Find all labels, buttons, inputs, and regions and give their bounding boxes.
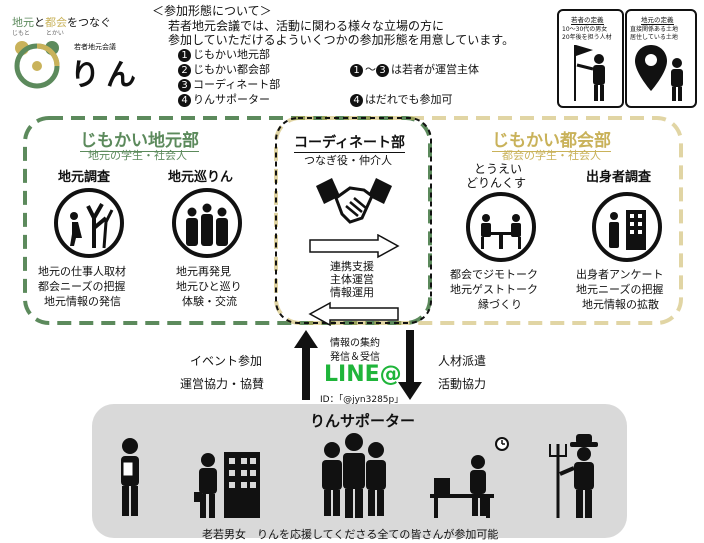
coord-line2: 主体運営 (330, 273, 374, 286)
down-arrow (398, 330, 422, 400)
city-drinks-line3: 縁づくり (478, 298, 522, 311)
city-survey-line2: 地元ニーズの把握 (576, 283, 664, 296)
local-research-title: 地元調査 (58, 170, 111, 185)
meeting-table-icon (466, 192, 536, 262)
line-id: ID：「@jyn3285p」 (320, 395, 404, 405)
coord-dept-subtitle: つなぎ役・仲介人 (304, 154, 392, 167)
logo-ruby: じもととかい (12, 30, 64, 37)
supporter-footer: 老若男女 りんを応援してくださる全ての皆さんが参加可能 (202, 528, 499, 541)
intro-heading: ＜参加形態について＞ (152, 4, 272, 18)
local-tour-line2: 地元ひと巡り (176, 280, 242, 293)
city-drinks-line2: 地元ゲストトーク (450, 283, 538, 296)
flag-person-icon (574, 45, 605, 101)
supporter-title: りんサポーター (310, 412, 416, 430)
logo-mark (14, 41, 60, 89)
local-research-line3: 地元情報の発信 (44, 295, 121, 308)
intro-line1: 若者地元会議では、活動に関わる様々な立場の方に (168, 19, 445, 33)
coord-dept-title: コーディネート部 (294, 132, 406, 153)
city-dept-title: じもかい都会部 (492, 126, 611, 152)
logo-tagline: 地元と都会をつなぐ (12, 16, 111, 29)
logo-org: 若者地元会議 (74, 43, 116, 51)
map-pin-person-icon (635, 45, 683, 101)
forest-explore-icon (54, 188, 124, 258)
local-dept-title: じもかい地元部 (80, 126, 199, 152)
local-definition-body1: 直接関係ある土地 (630, 26, 679, 33)
local-definition-box: 地元の定義 直接関係ある土地 居住している土地 (625, 9, 697, 108)
youth-definition-title: 若者の定義 (571, 16, 604, 25)
handshake-icon (316, 178, 392, 224)
coord-line1: 連携支援 (330, 260, 374, 273)
city-survey-line1: 出身者アンケート (576, 268, 664, 281)
local-dept-subtitle: 地元の学生・社会人 (88, 149, 187, 162)
city-drinks-title1: とうえい (474, 162, 523, 176)
local-definition-body2: 居住している土地 (630, 34, 678, 41)
group-tour-icon (172, 188, 242, 258)
city-drinks-line1: 都会でジモトーク (450, 268, 538, 281)
supporter-people-icons (121, 433, 598, 518)
local-tour-line1: 地元再発見 (176, 265, 231, 278)
up-arrow (294, 330, 318, 400)
city-survey-title: 出身者調査 (586, 170, 652, 185)
office-building-icon (592, 192, 662, 262)
city-drinks-title2: どりんくす (466, 176, 527, 190)
flow-arrows (308, 234, 400, 326)
youth-definition-body2: 20年後を担う人材 (562, 34, 612, 41)
participation-label1: イベント参加 (190, 354, 263, 368)
city-dept-subtitle: 都会の学生・社会人 (502, 149, 601, 162)
logo: 地元と都会をつなぐ じもととかい 若者地元会議 りん (4, 4, 154, 104)
local-definition-title: 地元の定義 (641, 16, 674, 25)
participation-label2: 運営協力・協賛 (180, 377, 265, 391)
local-tour-line3: 体験・交流 (182, 295, 237, 308)
line-logo: LINE@ (324, 362, 402, 387)
youth-definition-box: 若者の定義 10～30代の男女 20年後を担う人材 (557, 9, 624, 108)
city-survey-line3: 地元情報の拡散 (582, 298, 659, 311)
local-research-line2: 都会ニーズの把握 (38, 280, 126, 293)
coord-line3: 情報運用 (330, 286, 374, 299)
local-tour-title: 地元巡りん (168, 170, 234, 185)
dispatch-label1: 人材派遣 (438, 354, 487, 368)
info-label1: 情報の集約 (330, 338, 380, 349)
local-research-line1: 地元の仕事人取材 (38, 265, 126, 278)
logo-name: りん (70, 58, 142, 93)
dispatch-label2: 活動協力 (438, 377, 487, 391)
intro-section: ＜参加形態について＞ 若者地元会議では、活動に関わる様々な立場の方に 参加してい… (152, 2, 552, 107)
info-label2: 発信＆受信 (330, 352, 380, 363)
intro-line2: 参加していただけるよういくつかの参加形態を用意しています。 (168, 33, 515, 47)
youth-definition-body1: 10～30代の男女 (562, 26, 608, 33)
